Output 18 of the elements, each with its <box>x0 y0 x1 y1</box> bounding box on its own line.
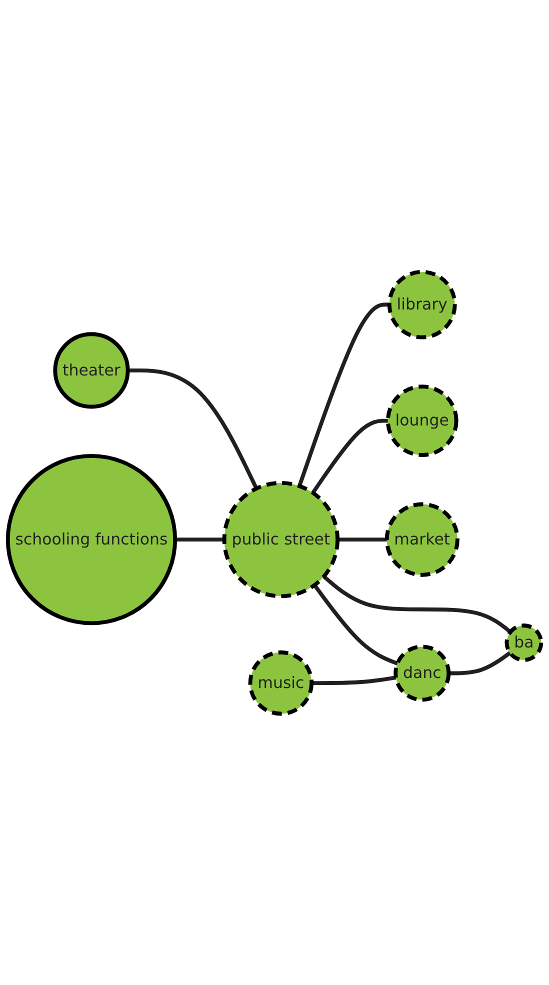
connector <box>338 537 387 542</box>
node-circle: music <box>248 650 314 716</box>
node-circle: danc <box>394 644 451 702</box>
node-circle: lounge <box>386 384 458 457</box>
node-circle: ba <box>504 623 544 662</box>
connector <box>311 418 388 494</box>
node-circle: public street <box>222 480 340 598</box>
connector <box>175 537 224 542</box>
connector <box>298 302 390 486</box>
connector <box>128 368 258 490</box>
node-circle: theater <box>53 332 130 408</box>
connector <box>448 650 512 675</box>
connector <box>312 584 398 666</box>
node-circle: library <box>387 270 457 339</box>
node-circle: schooling functions <box>6 454 178 625</box>
connector <box>312 675 396 685</box>
connector <box>322 574 512 634</box>
node-circle: market <box>384 502 460 577</box>
